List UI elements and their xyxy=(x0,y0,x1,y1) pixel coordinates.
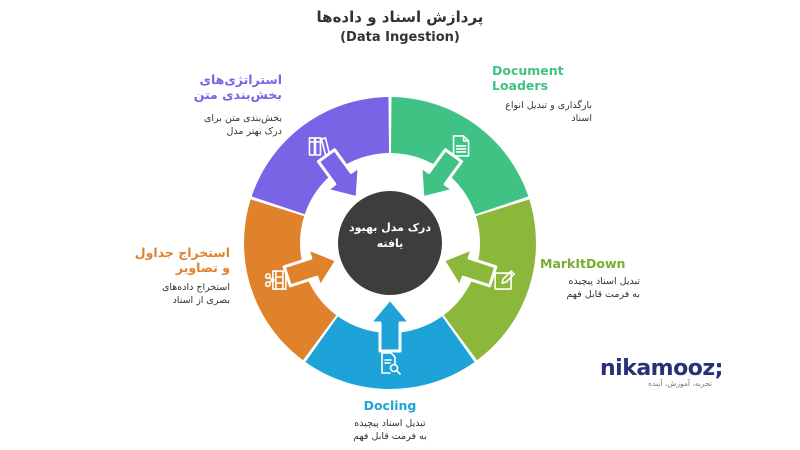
chunking-title-line1: استراتژی‌های xyxy=(199,72,282,87)
chunking-desc-line2: درک بهتر مدل xyxy=(226,126,282,137)
docling-desc-line2: به فرمت قابل فهم xyxy=(353,431,427,442)
brand-name: nikamooz; xyxy=(600,356,723,381)
markitdown-desc-line2: به فرمت قابل فهم xyxy=(566,289,640,300)
label-markitdown: MarkItDown تبدیل اسناد پیچیده به فرمت قا… xyxy=(540,256,660,301)
chunking-title: استراتژی‌های بخش‌بندی متن xyxy=(150,72,282,102)
extract-tables-desc: استخراج داده‌های بصری از اسناد xyxy=(118,281,230,307)
chunking-desc-line1: بخش‌بندی متن برای xyxy=(203,113,282,124)
brand-logo: nikamooz; تجربه، آموزش، آینده xyxy=(600,356,723,388)
books-icon xyxy=(308,137,331,156)
brand-tagline: تجربه، آموزش، آینده xyxy=(648,379,712,388)
center-label-line1: درک مدل بهبود xyxy=(348,221,432,234)
edit-icon xyxy=(494,270,515,290)
search-document-icon xyxy=(381,352,401,375)
extract-tables-title-line2: و تصاویر xyxy=(175,260,230,275)
arrow-markitdown xyxy=(441,247,498,289)
markitdown-desc: تبدیل اسناد پیچیده به فرمت قابل فهم xyxy=(540,275,640,301)
extract-tables-desc-line2: بصری از اسناد xyxy=(172,295,230,306)
markitdown-title: MarkItDown xyxy=(540,256,626,271)
extract-tables-title-line1: استخراج جداول xyxy=(134,245,230,260)
chunking-title-line2: بخش‌بندی متن xyxy=(193,87,282,102)
docling-desc: تبدیل اسناد پیچیده به فرمت قابل فهم xyxy=(330,417,450,443)
label-extract-tables: استخراج جداول و تصاویر استخراج داده‌های … xyxy=(118,245,230,307)
document-loaders-desc: بارگذاری و تبدیل انواع اسناد xyxy=(492,99,592,125)
docling-desc-line1: تبدیل اسناد پیچیده xyxy=(354,418,426,429)
document-loaders-desc-line2: اسناد xyxy=(571,113,592,124)
label-document-loaders: Document Loaders بارگذاری و تبدیل انواع … xyxy=(492,63,612,125)
center-hub xyxy=(338,191,442,295)
arrow-document-loaders xyxy=(419,148,464,200)
extract-tables-title: استخراج جداول و تصاویر xyxy=(118,245,230,275)
document-icon xyxy=(452,135,470,157)
docling-title: Docling xyxy=(363,398,417,413)
chunking-desc: بخش‌بندی متن برای درک بهتر مدل xyxy=(150,112,282,138)
label-chunking: استراتژی‌های بخش‌بندی متن بخش‌بندی متن ب… xyxy=(150,72,282,138)
title-en: (Data Ingestion) xyxy=(340,30,460,45)
film-scissors-icon xyxy=(264,270,287,290)
arrow-docling xyxy=(368,297,412,353)
center-label-line2: یافته xyxy=(376,237,404,250)
arrow-chunking xyxy=(316,148,361,200)
title-fa: پردازش اسناد و داده‌ها xyxy=(316,8,484,26)
center-label: درک مدل بهبود یافته xyxy=(335,220,445,252)
extract-tables-desc-line1: استخراج داده‌های xyxy=(161,282,230,293)
markitdown-desc-line1: تبدیل اسناد پیچیده xyxy=(568,276,640,287)
document-loaders-desc-line1: بارگذاری و تبدیل انواع xyxy=(505,100,592,111)
label-docling: Docling تبدیل اسناد پیچیده به فرمت قابل … xyxy=(330,398,450,443)
document-loaders-title: Document Loaders xyxy=(492,63,564,93)
arrow-extract-tables xyxy=(282,247,339,289)
